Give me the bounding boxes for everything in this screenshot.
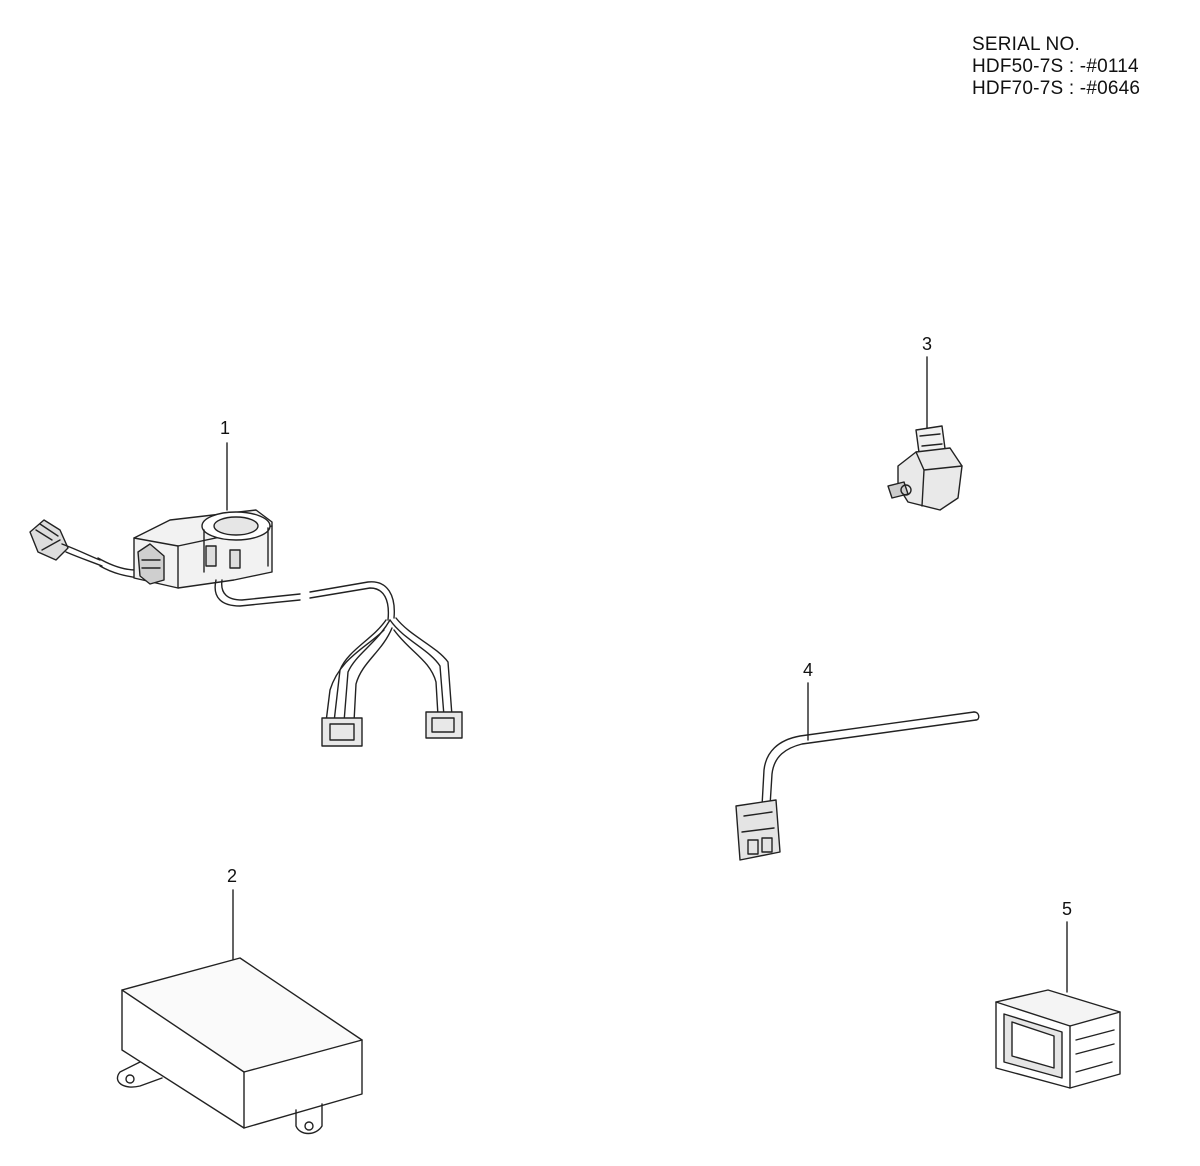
serial-heading: SERIAL NO. <box>972 34 1080 55</box>
callout-2: 2 <box>226 866 237 886</box>
callout-4: 4 <box>802 660 813 680</box>
callout-1: 1 <box>219 418 230 438</box>
part-1-switch-harness <box>29 509 463 747</box>
serial-line-hdf70: HDF70-7S : -#0646 <box>972 78 1141 99</box>
part-2-control-box <box>116 957 363 1135</box>
callout-5: 5 <box>1061 899 1072 919</box>
part-4-probe <box>735 711 980 861</box>
callout-3: 3 <box>921 334 932 354</box>
serial-line-hdf50: HDF50-7S : -#0114 <box>972 56 1139 77</box>
serial-number-block: SERIAL NO. HDF50-7S : -#0114 HDF70-7S : … <box>972 34 1140 100</box>
part-5-housing <box>995 989 1121 1089</box>
part-3-sensor <box>887 425 963 511</box>
